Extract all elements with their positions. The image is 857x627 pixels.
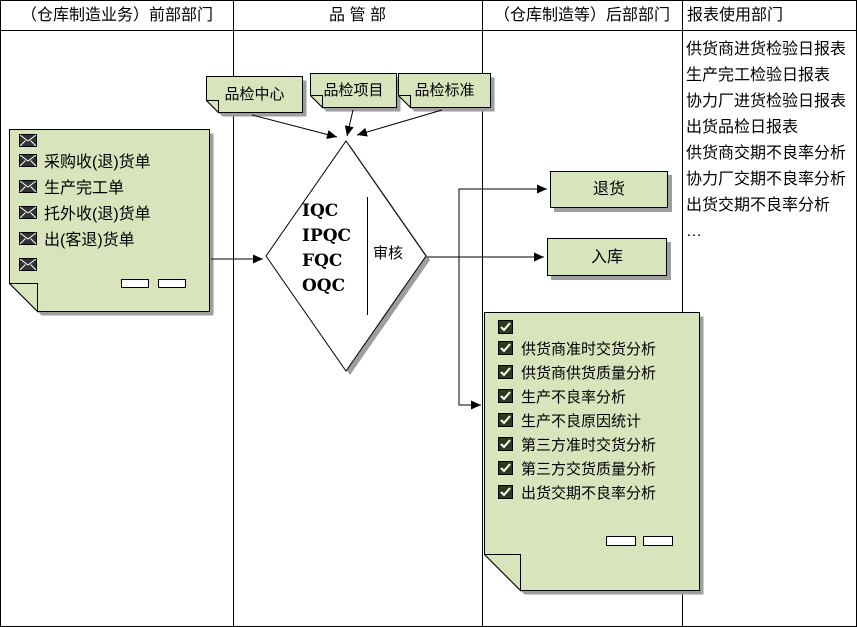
outcome-return-box: 退货 [550, 171, 668, 208]
arrow-card2-to-diamond [344, 109, 354, 137]
lane-header-rear-dept: （仓库制造等）后部部门 [493, 7, 670, 24]
analysis-doc-row: 出货交期不良率分析 [498, 480, 656, 504]
lane-header-row: （仓库制造业务）前部部门 品 管 部 （仓库制造等）后部部门 报表使用部门 [1, 1, 856, 31]
analysis-doc-label: 供货商供货质量分析 [521, 364, 657, 382]
report-item: … [686, 223, 702, 240]
mini-bar [606, 536, 636, 546]
analysis-doc-row: 第三方准时交货分析 [498, 432, 656, 456]
outcome-stockin-box: 入库 [547, 238, 667, 276]
envelope-icon [19, 134, 37, 147]
envelope-icon [19, 205, 37, 219]
qc-card-label: 品检标准 [414, 82, 475, 99]
envelope-icon [19, 153, 37, 167]
source-doc-row: 采购收(退)货单 [19, 147, 151, 173]
checkbox-checked-icon [498, 485, 513, 499]
source-doc-row: 托外收(退)货单 [19, 199, 151, 225]
qc-card-center: 品检中心 [206, 76, 307, 117]
decision-text: IQC IPQC FQC OQC [302, 199, 351, 299]
arrow-card1-to-diamond [251, 114, 338, 139]
qc-card-label: 品检项目 [323, 82, 384, 99]
lane-divider [233, 1, 234, 626]
mini-bar [158, 279, 186, 288]
checkbox-checked-icon [498, 365, 513, 379]
arrow-to-return [458, 184, 547, 257]
analysis-documents-shape: 供货商准时交货分析 供货商供货质量分析 生产不良率分析 [484, 312, 704, 595]
report-item: 出货品检日报表 [686, 119, 799, 136]
folded-document-shape [484, 312, 704, 595]
lane-divider [482, 1, 483, 626]
source-doc-label: 出(客退)货单 [44, 232, 135, 249]
checkbox-checked-icon [498, 341, 513, 355]
analysis-doc-label: 生产不良率分析 [521, 388, 627, 406]
arrow-to-analysis-doc [458, 257, 481, 410]
analysis-doc-row: 供货商准时交货分析 [498, 336, 656, 360]
analysis-doc-row: 生产不良率分析 [498, 384, 656, 408]
decision-diamond: IQC IPQC FQC OQC 审核 [264, 137, 436, 381]
source-doc-label: 采购收(退)货单 [44, 154, 151, 171]
report-item: 出货交期不良率分析 [686, 197, 831, 214]
checkbox-checked-icon [498, 413, 513, 427]
source-doc-row: 出(客退)货单 [19, 225, 151, 251]
analysis-doc-row: 供货商供货质量分析 [498, 360, 656, 384]
source-documents-shape: 采购收(退)货单 生产完工单 托外收(退)货单 [9, 129, 217, 319]
decision-line-iqc: IQC [302, 201, 339, 221]
report-item: 协力厂交期不良率分析 [686, 171, 847, 188]
mini-bar [121, 279, 149, 288]
source-doc-row: 生产完工单 [19, 173, 151, 199]
folded-document-shape [9, 129, 214, 316]
envelope-icon [19, 231, 37, 245]
qc-card-standard: 品检标准 [398, 73, 495, 112]
analysis-doc-label: 供货商准时交货分析 [521, 340, 657, 358]
decision-divider-line [367, 197, 368, 315]
source-doc-label: 生产完工单 [44, 180, 125, 197]
analysis-doc-label: 第三方交货质量分析 [521, 460, 657, 478]
analysis-doc-label: 生产不良原因统计 [521, 412, 642, 430]
source-doc-items: 采购收(退)货单 生产完工单 托外收(退)货单 [19, 147, 151, 251]
envelope-icon [19, 258, 37, 271]
lane-header-quality-dept: 品 管 部 [329, 7, 386, 24]
checkbox-checked-icon [498, 389, 513, 403]
analysis-doc-items: 供货商准时交货分析 供货商供货质量分析 生产不良率分析 [498, 336, 656, 504]
lane-header-report-dept: 报表使用部门 [687, 7, 784, 24]
lane-header-front-dept: （仓库制造业务）前部部门 [20, 7, 213, 24]
checkbox-checked-icon [498, 461, 513, 475]
envelope-icon [19, 179, 37, 193]
decision-line-fqc: FQC [302, 251, 343, 271]
report-item: 协力厂进货检验日报表 [686, 93, 847, 110]
decision-line-ipqc: IPQC [302, 226, 352, 246]
report-item: 供货商交期不良率分析 [686, 145, 847, 162]
analysis-doc-label: 第三方准时交货分析 [521, 436, 657, 454]
analysis-doc-row: 第三方交货质量分析 [498, 456, 656, 480]
qc-card-label: 品检中心 [224, 86, 285, 103]
analysis-doc-label: 出货交期不良率分析 [521, 484, 657, 502]
mini-bar [643, 536, 673, 546]
report-item: 生产完工检验日报表 [686, 67, 831, 84]
checkbox-checked-icon [498, 320, 513, 334]
source-doc-label: 托外收(退)货单 [44, 206, 151, 223]
analysis-doc-row: 生产不良原因统计 [498, 408, 656, 432]
decision-line-oqc: OQC [302, 276, 346, 296]
checkbox-checked-icon [498, 437, 513, 451]
decision-side-label: 审核 [373, 245, 404, 262]
qc-card-item: 品检项目 [310, 73, 401, 112]
report-item: 供货商进货检验日报表 [686, 41, 847, 58]
report-list: 供货商进货检验日报表 生产完工检验日报表 协力厂进货检验日报表 出货品检日报表 … [686, 37, 856, 245]
arrow-card3-to-diamond [356, 109, 443, 137]
